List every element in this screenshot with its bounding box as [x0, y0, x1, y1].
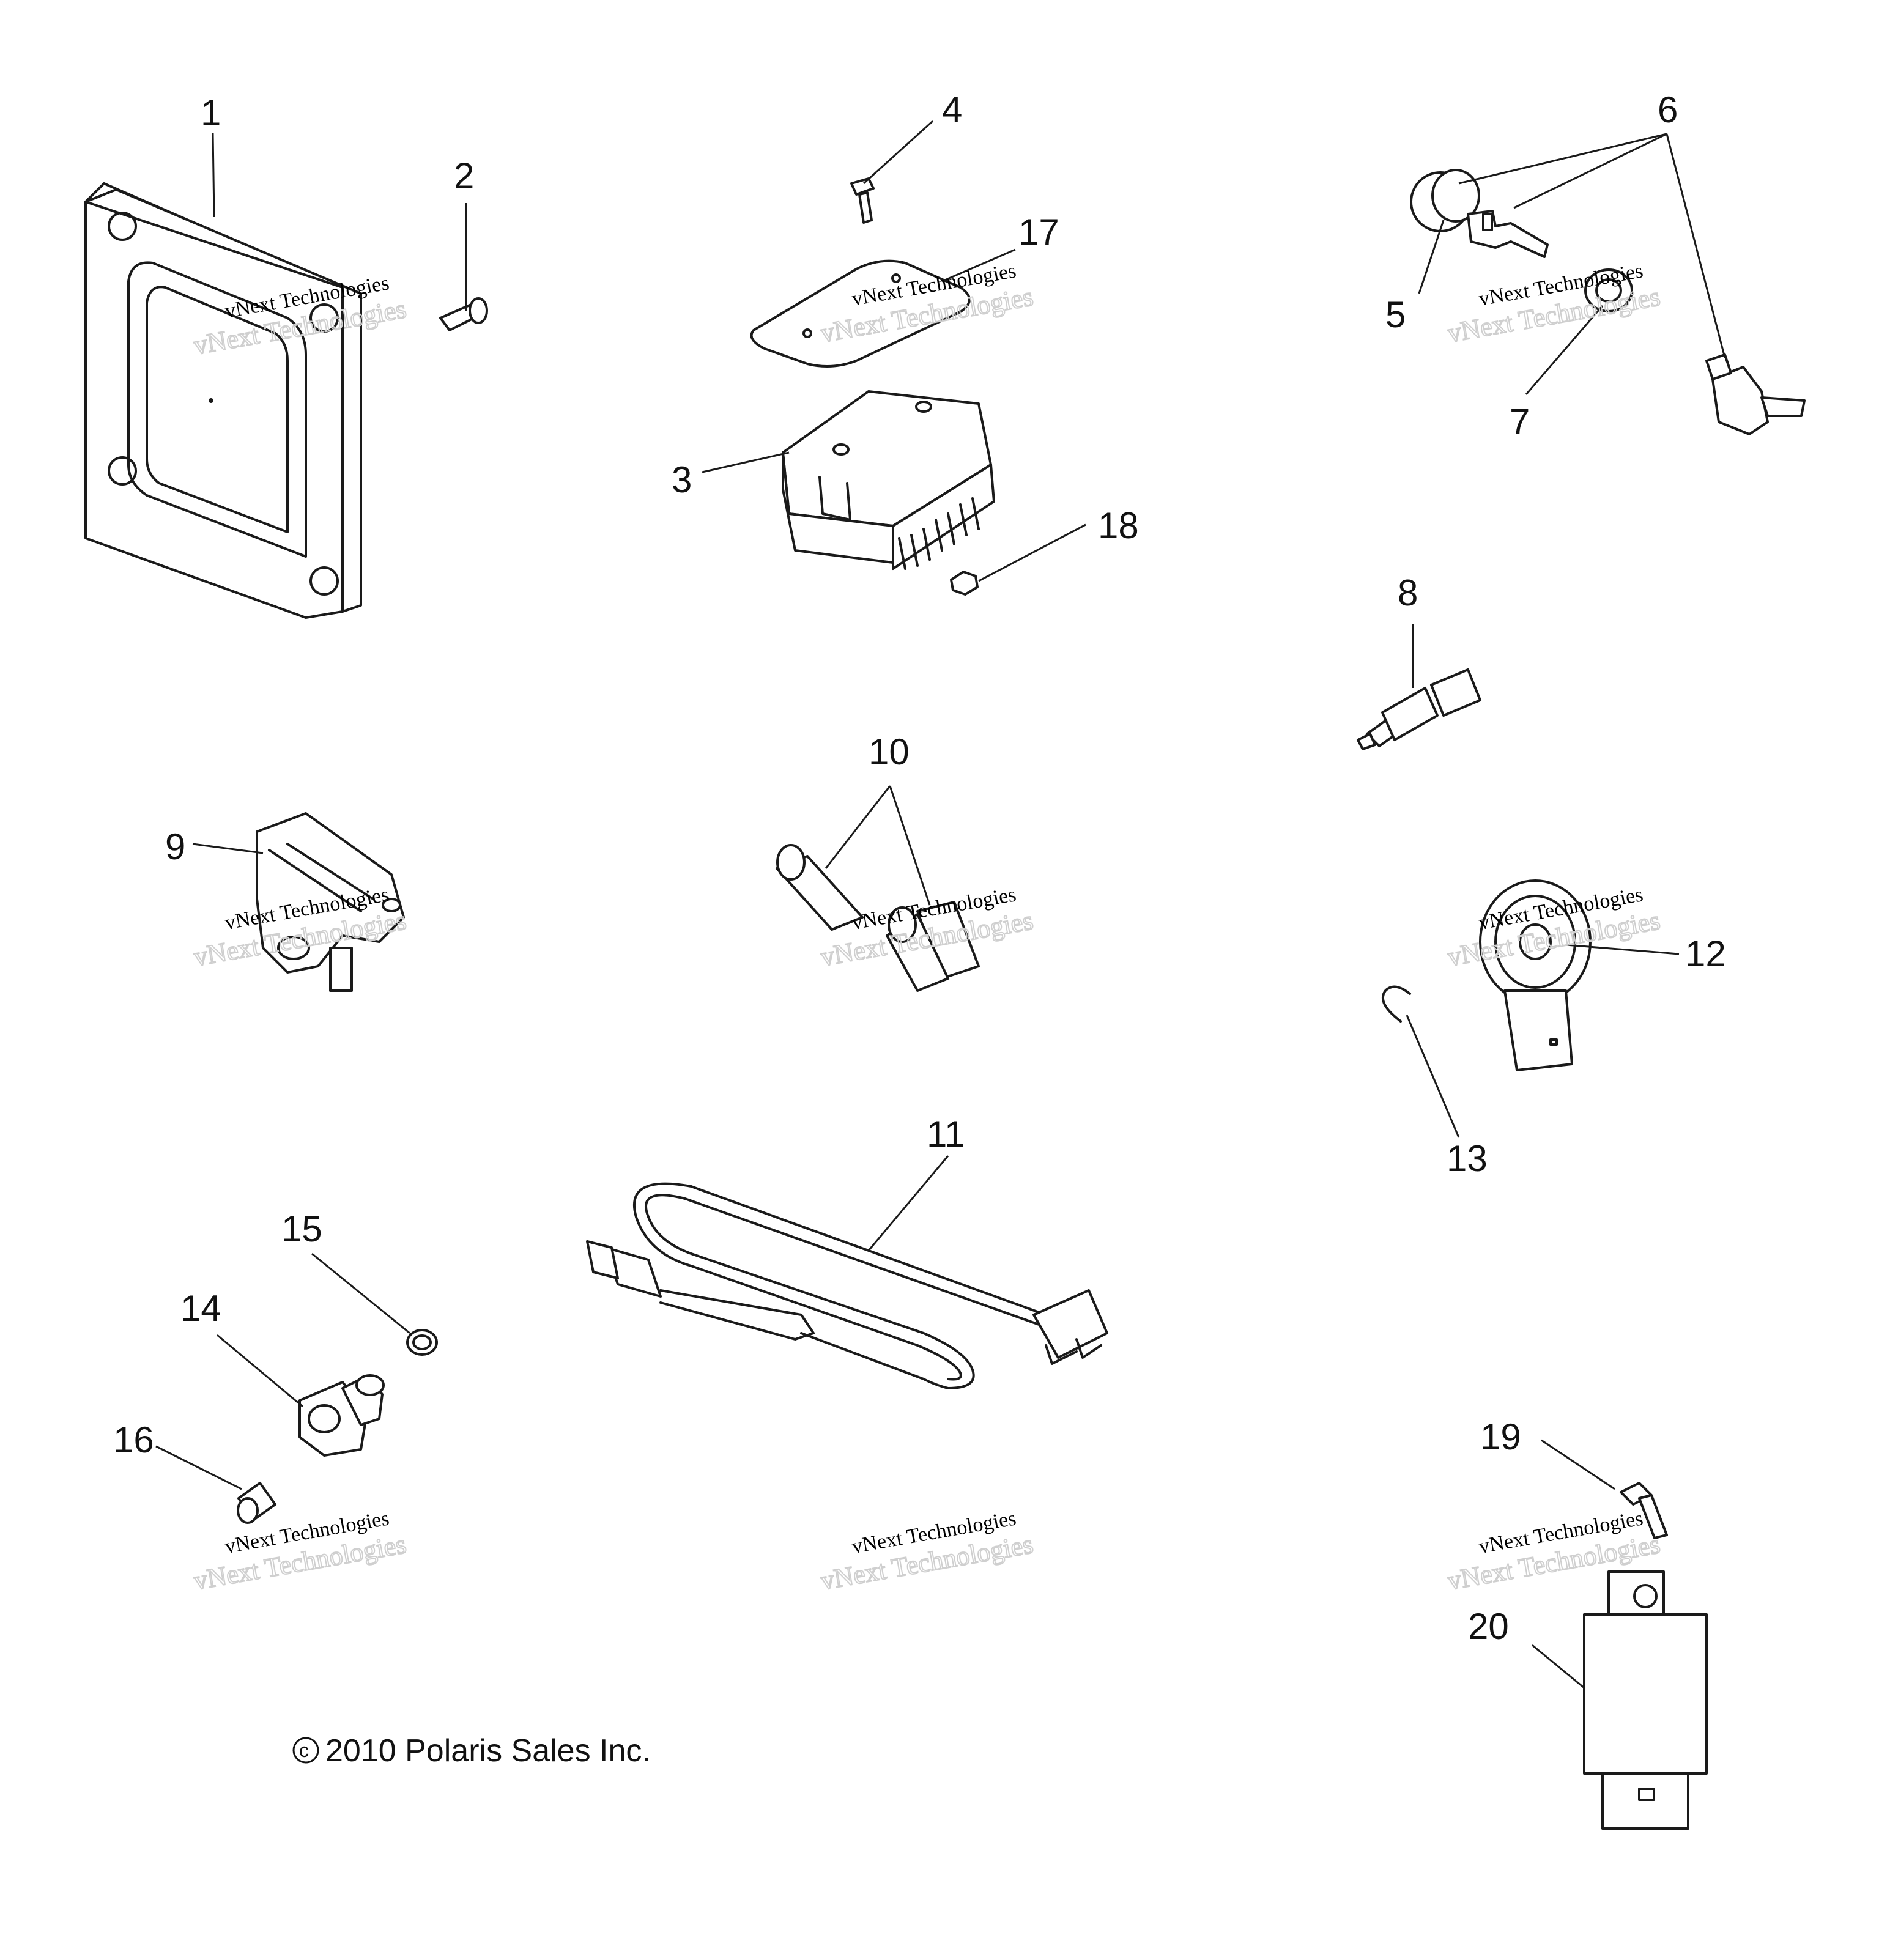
part-speed-sensor	[298, 1374, 385, 1457]
callout-3: 3	[672, 459, 692, 500]
part-relay-screw	[1620, 1482, 1668, 1539]
part-bolt	[237, 1482, 276, 1524]
part-ecu	[84, 182, 362, 619]
callout-12: 12	[1685, 933, 1726, 974]
callout-13: 13	[1447, 1138, 1488, 1179]
copyright: c 2010 Polaris Sales Inc.	[292, 1733, 651, 1769]
callout-5: 5	[1385, 294, 1406, 335]
part-nut	[950, 571, 979, 596]
callout-14: 14	[180, 1288, 221, 1329]
part-knock-sensor	[1479, 879, 1592, 1071]
part-o-ring	[406, 1329, 438, 1356]
callout-2: 2	[454, 155, 474, 196]
copyright-text: 2010 Polaris Sales Inc.	[325, 1733, 651, 1769]
part-relay	[1583, 1570, 1708, 1830]
callout-1: 1	[201, 92, 221, 133]
leader-lines	[155, 120, 1726, 1689]
callout-17: 17	[1018, 212, 1059, 253]
callout-6: 6	[1658, 89, 1678, 130]
part-temp-sensor	[1357, 668, 1481, 750]
copyright-symbol: c	[299, 1739, 309, 1761]
callout-19: 19	[1480, 1416, 1521, 1457]
callout-8: 8	[1398, 572, 1418, 613]
callout-9: 9	[165, 826, 185, 867]
part-fuses	[776, 844, 980, 992]
part-regulator	[782, 390, 995, 570]
part-clip	[1382, 985, 1411, 1023]
part-pin	[439, 297, 488, 331]
callout-labels: 1 2 3 4 5 6 7 8 9 10 11 12 13 14 15 16 1…	[113, 89, 1726, 1647]
callout-18: 18	[1098, 505, 1139, 546]
part-harness	[586, 1182, 1108, 1389]
callout-11: 11	[927, 1114, 965, 1155]
part-screw	[850, 177, 875, 224]
callout-4: 4	[942, 89, 962, 130]
callout-20: 20	[1468, 1606, 1509, 1647]
callout-10: 10	[869, 731, 910, 772]
callout-15: 15	[281, 1208, 322, 1249]
part-ignition-set	[1410, 169, 1806, 435]
callout-7: 7	[1510, 401, 1530, 442]
part-map-sensor	[256, 812, 405, 992]
part-gasket	[750, 259, 971, 368]
callout-16: 16	[113, 1419, 154, 1460]
